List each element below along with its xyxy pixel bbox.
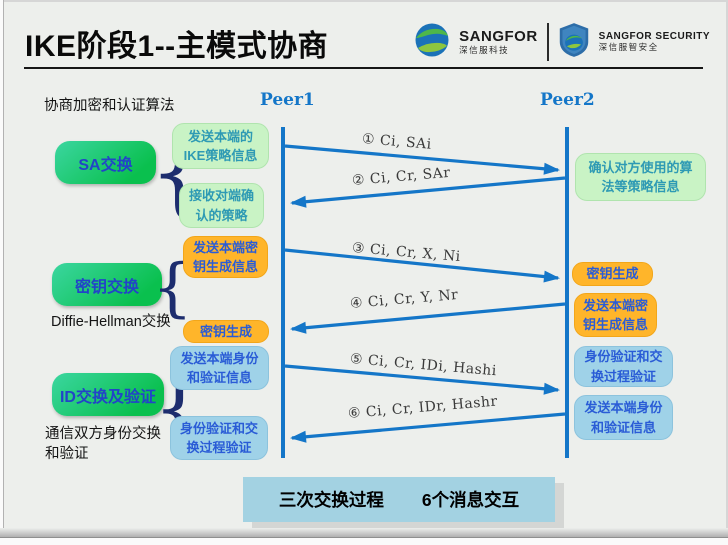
brand2-text: SANGFOR SECURITY 深信服智安全 xyxy=(599,31,710,52)
window-top-edge xyxy=(0,0,728,2)
window-right-edge xyxy=(726,0,728,545)
stage-key-exchange: 密钥交换 xyxy=(52,263,162,306)
brand1-subtitle: 深信服科技 xyxy=(459,44,510,55)
note-identity-exchange: 通信双方身份交换 和验证 xyxy=(45,426,161,462)
stage-id-exchange: ID交换及验证 xyxy=(52,373,164,416)
message2-arrow xyxy=(290,176,566,208)
peer1-key-generation-box: 密钥生成 xyxy=(183,320,269,343)
peer2-label: Peer2 xyxy=(540,90,595,110)
brand1-text: SANGFOR 深信服科技 xyxy=(459,28,538,55)
message3-arrow xyxy=(284,248,560,283)
brand2-subtitle: 深信服智安全 xyxy=(598,41,659,52)
window-bottom-strip xyxy=(0,528,728,537)
peer1-receive-confirmed-policy-box: 接收对端确 认的策略 xyxy=(179,183,264,228)
message5-arrow xyxy=(284,364,560,395)
message4-arrow xyxy=(290,302,566,334)
peer2-key-generation-box: 密钥生成 xyxy=(572,262,653,286)
note-diffie-hellman: Diffie-Hellman交换 xyxy=(51,314,171,330)
page-title: IKE阶段1--主模式协商 xyxy=(25,30,329,63)
peer1-verify-identity-box: 身份验证和交 换过程验证 xyxy=(170,416,268,460)
title-underline xyxy=(24,67,703,69)
peer2-send-identity-box: 发送本端身份 和验证信息 xyxy=(574,395,673,440)
sangfor-globe-icon xyxy=(414,22,450,63)
message6-arrow xyxy=(290,412,566,443)
window-bottom-bar xyxy=(0,537,728,545)
brand-logos: SANGFOR 深信服科技 SANGFOR SECURITY 深信服智安全 xyxy=(414,21,710,63)
brand1-name: SANGFOR xyxy=(459,28,538,46)
summary-exchange-count: 三次交换过程 xyxy=(278,490,384,510)
note-negotiate-algorithms: 协商加密和认证算法 xyxy=(44,98,175,114)
peer1-send-ike-policy-box: 发送本端的 IKE策略信息 xyxy=(172,123,269,169)
window-left-edge xyxy=(0,0,4,545)
brand2-name: SANGFOR SECURITY xyxy=(598,31,710,43)
peer2-confirm-policy-box: 确认对方使用的算 法等策略信息 xyxy=(575,153,706,201)
peer2-send-keygen-info-box: 发送本端密 钥生成信息 xyxy=(574,293,657,337)
summary-band: 三次交换过程 6个消息交互 xyxy=(243,477,555,522)
peer2-verify-identity-box: 身份验证和交 换过程验证 xyxy=(574,346,673,387)
sangfor-security-shield-icon xyxy=(558,22,590,63)
brand-divider xyxy=(546,23,549,61)
stage-sa-exchange: SA交换 xyxy=(55,141,156,184)
summary-message-count: 6个消息交互 xyxy=(421,490,520,510)
peer1-send-keygen-info-box: 发送本端密 钥生成信息 xyxy=(183,236,268,278)
message1-arrow xyxy=(284,144,560,175)
peer1-label: Peer1 xyxy=(260,90,315,110)
peer1-send-identity-box: 发送本端身份 和验证信息 xyxy=(170,346,269,390)
